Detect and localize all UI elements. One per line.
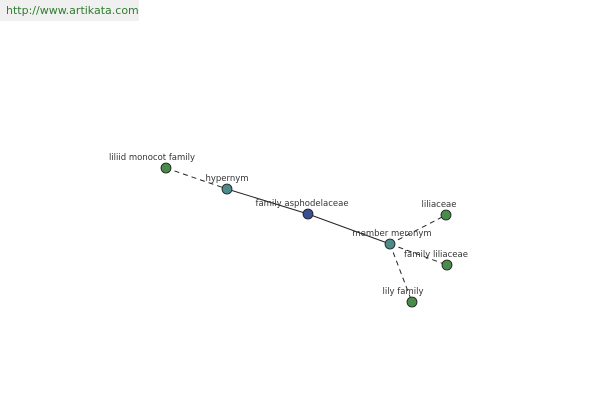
url-bar: http://www.artikata.com [0, 0, 139, 21]
graph-edges [165, 167, 448, 303]
node-label-lily-family[interactable]: lily family [382, 287, 423, 297]
node-circle-family-liliaceae[interactable] [441, 259, 453, 271]
site-url-link[interactable]: http://www.artikata.com [6, 4, 139, 17]
node-label-hypernym[interactable]: hypernym [205, 174, 248, 184]
node-circle-liliaceae[interactable] [440, 209, 452, 221]
node-circle-liliid[interactable] [160, 162, 172, 174]
node-center[interactable]: family asphodelaceae [255, 199, 349, 220]
edge-meronym-to-family-liliaceae [389, 243, 448, 266]
node-circle-hypernym[interactable] [221, 183, 233, 195]
edge-meronym-to-lily-family [389, 243, 413, 303]
node-label-meronym[interactable]: member meronym [352, 229, 431, 239]
node-label-center[interactable]: family asphodelaceae [255, 199, 348, 209]
node-label-liliid[interactable]: liliid monocot family [109, 153, 195, 163]
edge-liliid-to-hypernym [165, 167, 228, 190]
node-circle-lily-family[interactable] [406, 296, 418, 308]
node-label-liliaceae[interactable]: liliaceae [422, 200, 457, 210]
node-family-liliaceae[interactable]: family liliaceae [404, 250, 468, 271]
node-hypernym[interactable]: hypernym [205, 174, 249, 195]
edge-center-to-meronym [307, 213, 391, 245]
node-circle-center[interactable] [302, 208, 314, 220]
edge-hypernym-to-center [226, 188, 309, 215]
node-liliid[interactable]: liliid monocot family [109, 153, 195, 174]
node-meronym[interactable]: member meronym [352, 229, 432, 250]
graph-nodes: liliid monocot family hypernym family asph… [109, 153, 468, 308]
node-lily-family[interactable]: lily family [382, 287, 424, 308]
node-label-family-liliaceae[interactable]: family liliaceae [404, 250, 468, 260]
node-liliaceae[interactable]: liliaceae [422, 200, 457, 221]
node-circle-meronym[interactable] [384, 238, 396, 250]
edge-meronym-to-liliaceae [389, 214, 447, 245]
